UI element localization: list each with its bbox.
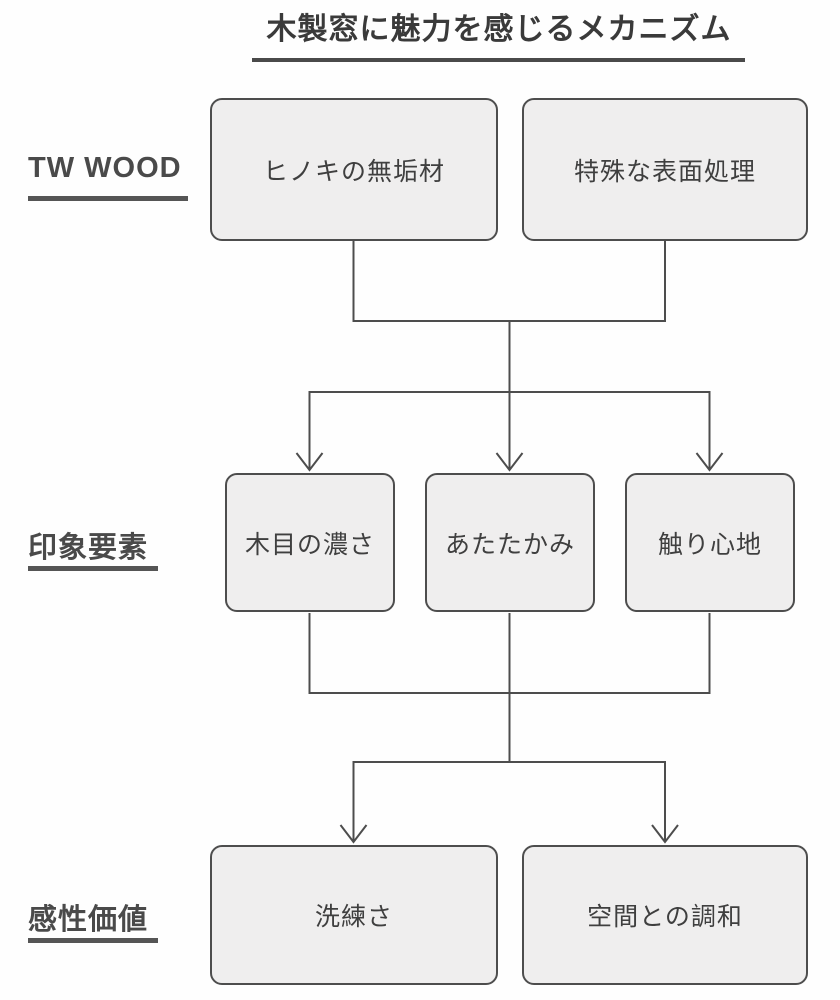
connector-row2-merge [308,613,711,694]
row-label-tw-wood-underline [28,196,188,201]
arrowhead-row2-left [295,452,324,472]
node-refinement: 洗練さ [210,845,498,985]
arrowhead-row3-left [339,824,368,844]
node-touch-feel: 触り心地 [625,473,795,612]
node-grain-darkness: 木目の濃さ [225,473,395,612]
row-label-sensory-value: 感性価値 [28,904,149,936]
node-warmth: あたたかみ [425,473,595,612]
connector-row2-split [308,391,711,469]
arrowhead-row3-right [651,824,679,844]
title-underline [252,58,745,62]
row-label-impression-underline [28,566,158,571]
node-special-surface-treatment: 特殊な表面処理 [522,98,808,241]
row-label-impression: 印象要素 [28,532,149,564]
row-label-sensory-value-underline [28,938,158,943]
arrowhead-row2-center [495,452,524,472]
connector-row1-merge [352,241,666,322]
page-title: 木製窓に魅力を感じるメカニズム [266,13,732,46]
connector-row3-split [352,761,666,841]
node-hinoki-solid-wood: ヒノキの無垢材 [210,98,498,241]
node-harmony-with-space: 空間との調和 [522,845,808,985]
row-label-tw-wood: TW WOOD [28,152,182,184]
arrowhead-row2-right [695,452,724,472]
